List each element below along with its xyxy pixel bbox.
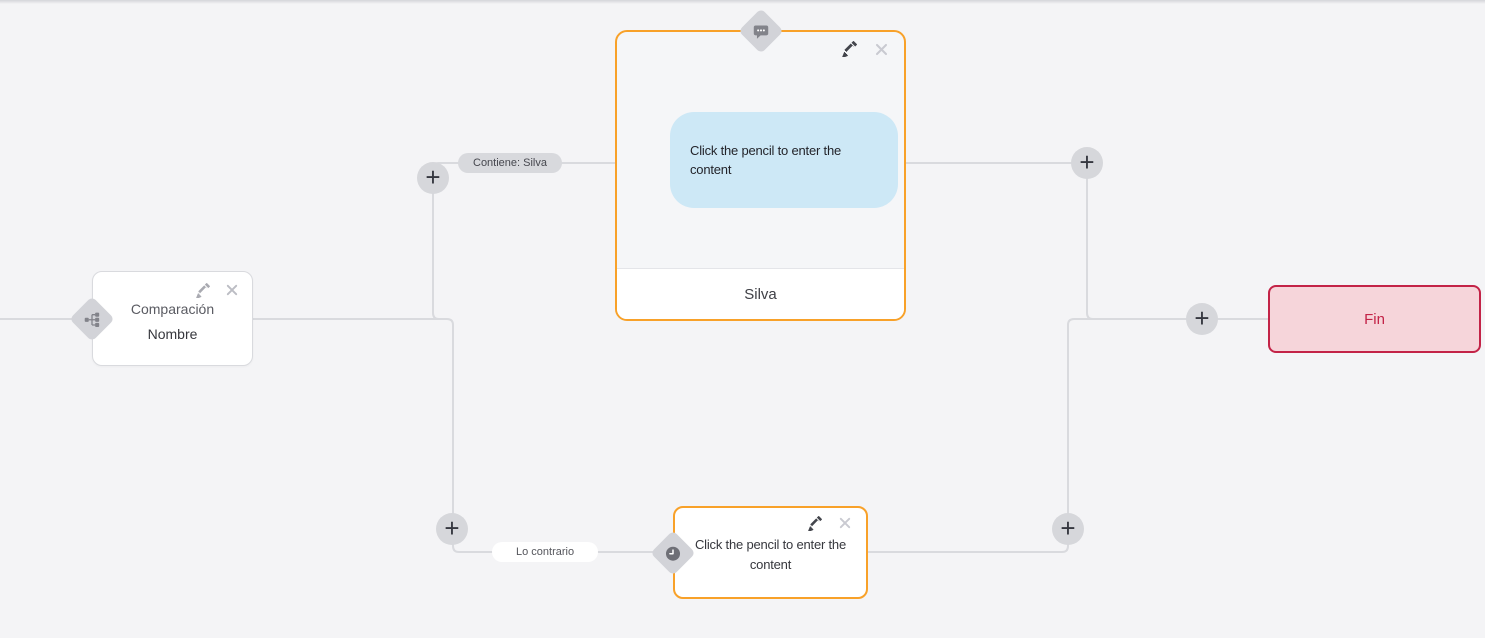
- delete-node-icon[interactable]: [837, 515, 853, 531]
- end-node-label: Fin: [1364, 310, 1385, 328]
- add-node-button-bottom-right[interactable]: +: [1052, 513, 1084, 545]
- edit-pencil-icon[interactable]: [806, 515, 822, 531]
- edge-condition-to-delay: [253, 318, 673, 553]
- message-node[interactable]: Click the pencil to enter the content Si…: [615, 8, 906, 321]
- condition-node[interactable]: Comparación Nombre: [69, 271, 253, 366]
- delete-node-icon[interactable]: [873, 41, 889, 57]
- message-preview-text: Click the pencil to enter the content: [690, 142, 842, 178]
- delete-node-icon[interactable]: [224, 282, 240, 298]
- edge-delay-to-end: [867, 318, 1268, 553]
- add-node-button-bottom-left[interactable]: +: [436, 513, 468, 545]
- edge-message-to-merge: [906, 162, 1100, 320]
- message-node-port[interactable]: [738, 8, 784, 54]
- delay-node[interactable]: Click the pencil to enter the content: [650, 506, 868, 599]
- condition-node-port[interactable]: [69, 296, 115, 342]
- add-node-button-top-right[interactable]: +: [1071, 147, 1103, 179]
- condition-title-line1: Comparación: [130, 301, 215, 317]
- branch-icon: [84, 311, 100, 327]
- message-preview-bubble: Click the pencil to enter the content: [670, 112, 898, 208]
- edge-label-match-text: Contiene: Silva: [473, 157, 547, 169]
- condition-title-line2: Nombre: [147, 326, 198, 342]
- message-footer-label: Silva: [744, 285, 777, 303]
- add-node-button-top-left[interactable]: +: [417, 162, 449, 194]
- clock-icon: [665, 545, 682, 562]
- chat-dots-icon: [753, 23, 770, 40]
- edge-condition-to-message: [432, 162, 615, 320]
- end-node[interactable]: Fin: [1268, 285, 1481, 353]
- edge-label-no-match-text: Lo contrario: [516, 546, 575, 558]
- delay-node-port[interactable]: [650, 530, 696, 576]
- edit-pencil-icon[interactable]: [841, 41, 857, 57]
- message-node-footer: Silva: [617, 268, 904, 319]
- edit-pencil-icon[interactable]: [194, 282, 210, 298]
- condition-node-title: Comparación Nombre: [93, 297, 252, 347]
- edge-label-match: Contiene: Silva: [458, 153, 562, 173]
- delay-node-text: Click the pencil to enter the content: [694, 537, 846, 572]
- edge-label-no-match: Lo contrario: [492, 542, 599, 562]
- add-node-button-before-end[interactable]: +: [1186, 303, 1218, 335]
